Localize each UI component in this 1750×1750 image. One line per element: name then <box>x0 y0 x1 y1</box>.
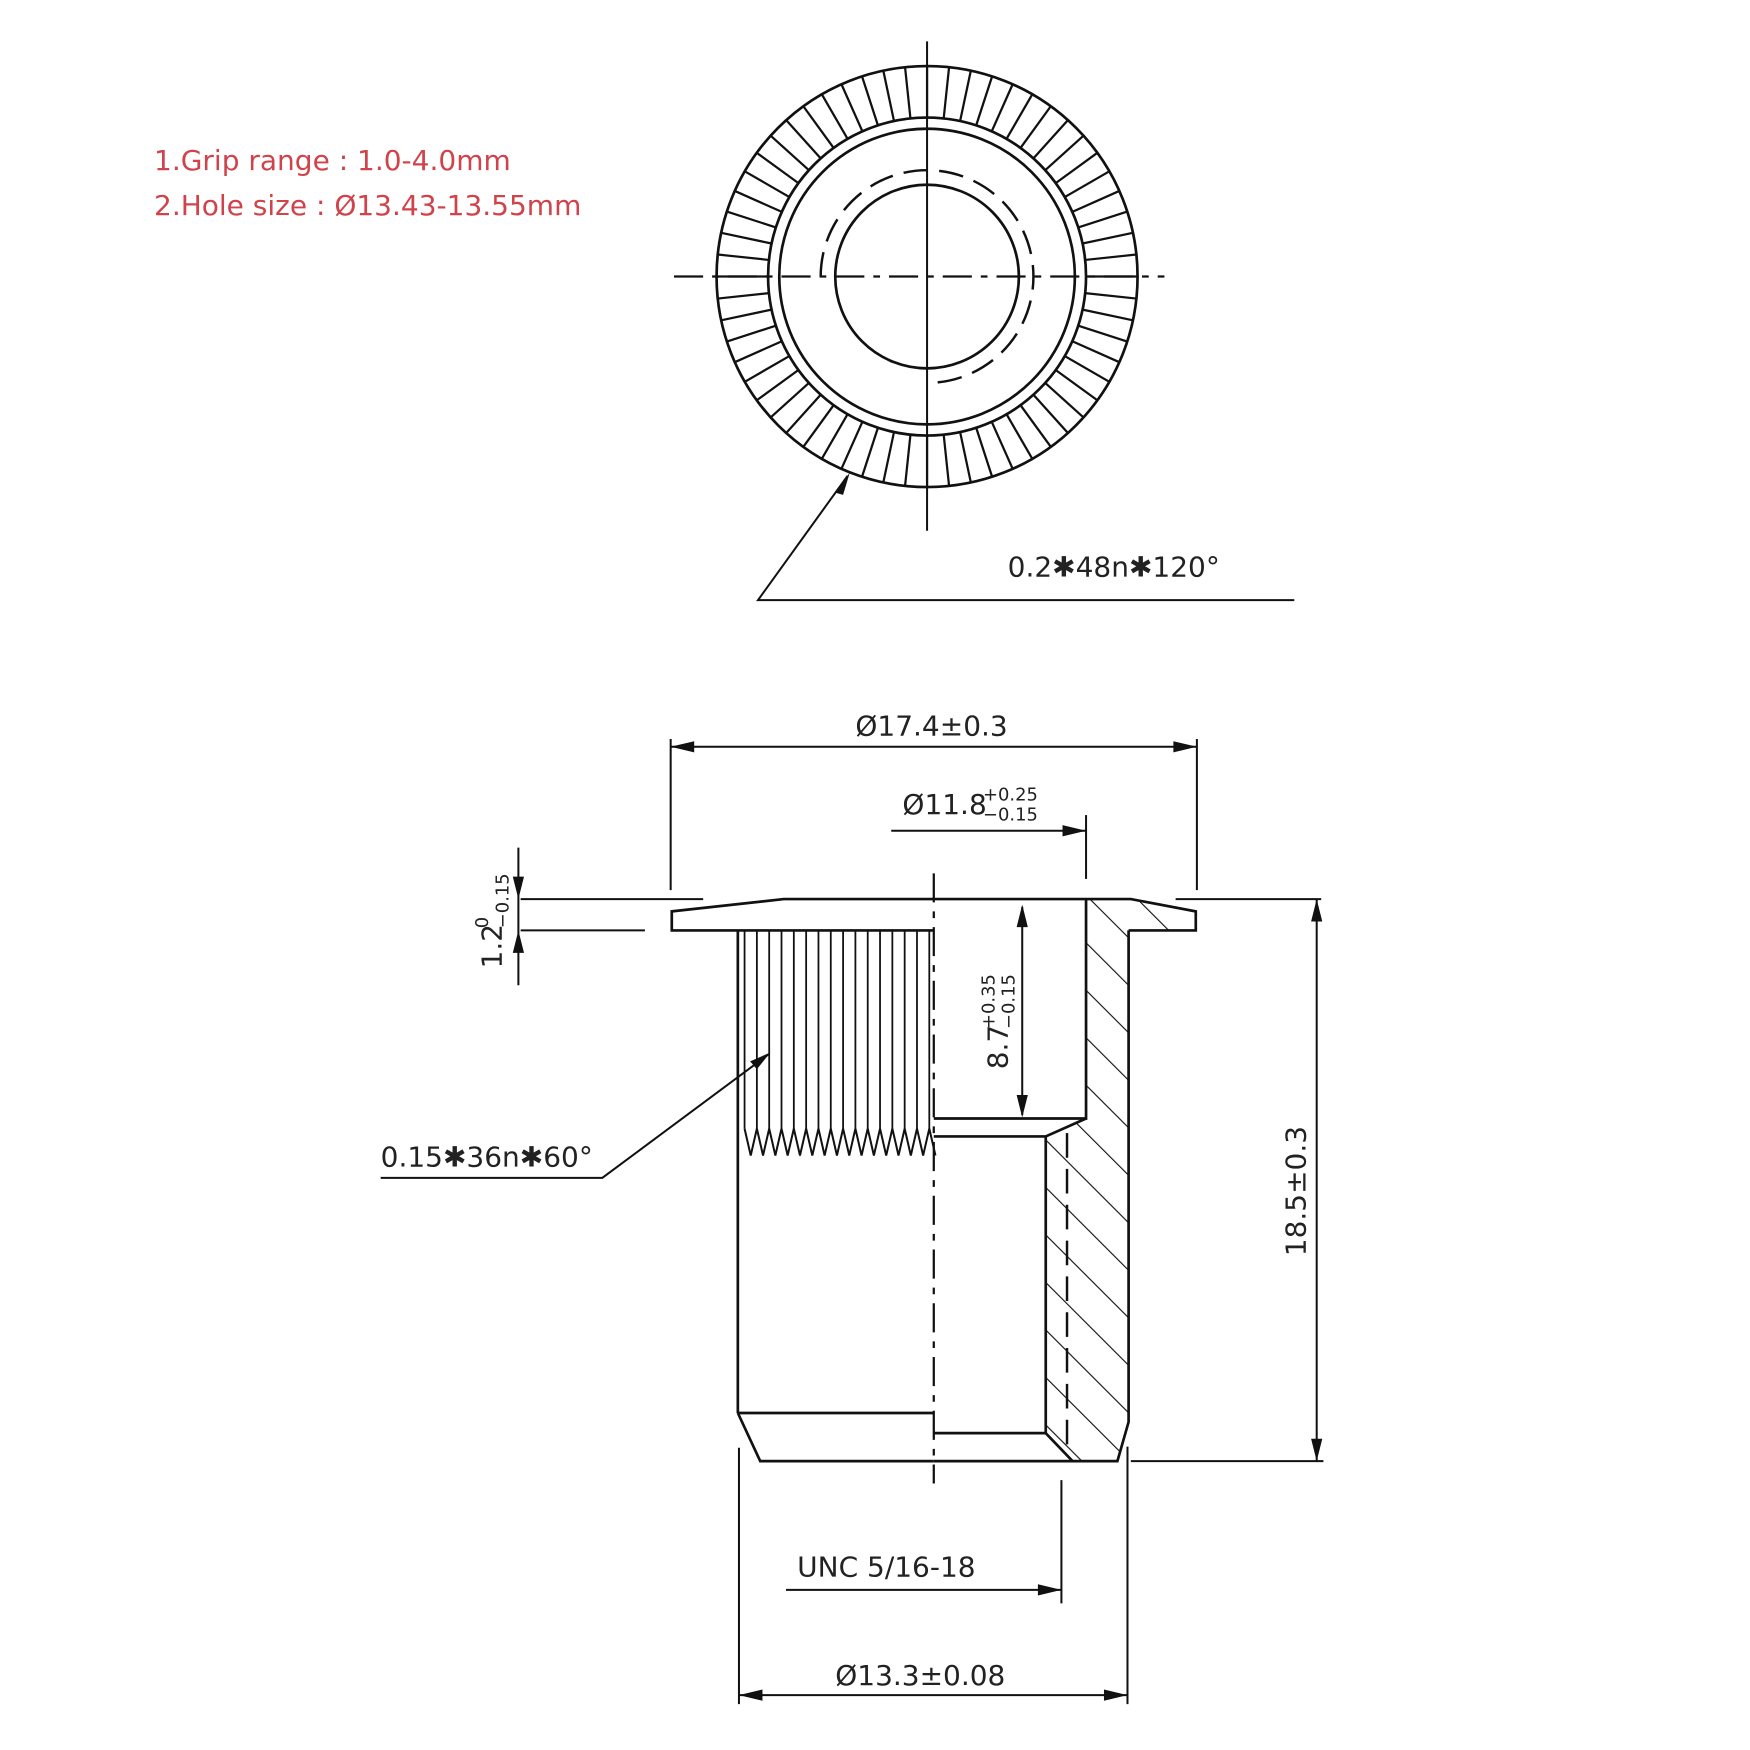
body-right-outline <box>933 930 1130 1463</box>
counterbore-tol-lower: −0.15 <box>983 805 1038 826</box>
knurl-ticks <box>716 66 1138 488</box>
thread-hidden-arc <box>819 168 1035 385</box>
flange-diameter-label: Ø17.4±0.3 <box>855 710 1007 743</box>
body-knurl-callout: 0.15✱36n✱60° <box>381 1141 593 1174</box>
counterbore-tol-upper: +0.25 <box>983 785 1038 806</box>
spec-notes: 1.Grip range : 1.0-4.0mm 2.Hole size : Ø… <box>154 138 581 228</box>
body-knurl-leader <box>380 1053 769 1179</box>
counterbore-depth-label-group: 8.7 +0.35 −0.15 <box>978 974 1019 1069</box>
knurl-leader-line <box>756 475 1295 602</box>
counterbore-depth-tol-upper: +0.35 <box>978 974 999 1029</box>
counterbore-depth-label: 8.7 <box>982 1025 1015 1070</box>
side-view: Ø17.4±0.3 Ø11.8 +0.25 −0.15 1.2 0 −0.15 <box>380 710 1324 1705</box>
flange-left-half <box>670 897 934 932</box>
note-grip-range: 1.Grip range : 1.0-4.0mm <box>154 144 511 177</box>
flange-thickness-label: 1.2 <box>476 924 509 969</box>
section-hatch <box>1045 899 1196 1462</box>
bore-circle <box>833 183 1021 370</box>
body-circle <box>777 127 1077 426</box>
counterbore-depth-tol-lower: −0.15 <box>998 974 1019 1029</box>
overall-length-label: 18.5±0.3 <box>1280 1126 1313 1256</box>
counterbore-diameter-label: Ø11.8 <box>902 788 986 821</box>
thread-spec-label: UNC 5/16-18 <box>797 1550 975 1583</box>
note-hole-size: 2.Hole size : Ø13.43-13.55mm <box>154 189 582 222</box>
leader-arrowhead <box>835 472 850 495</box>
flange-thickness-label-group: 1.2 0 −0.15 <box>472 873 513 968</box>
body-chamfer-left <box>736 1412 934 1463</box>
body-knurl-lines <box>743 930 931 1129</box>
body-diameter-label: Ø13.3±0.08 <box>835 1659 1005 1692</box>
flange-tol-upper: 0 <box>472 917 493 928</box>
flange-tol-lower: −0.15 <box>492 873 513 928</box>
knurl-callout-top: 0.2✱48n✱120° <box>1008 551 1220 584</box>
thread-bore-wall <box>933 1135 1048 1435</box>
top-view: 0.2✱48n✱120° <box>674 41 1295 602</box>
knurl-teeth <box>743 1128 937 1156</box>
